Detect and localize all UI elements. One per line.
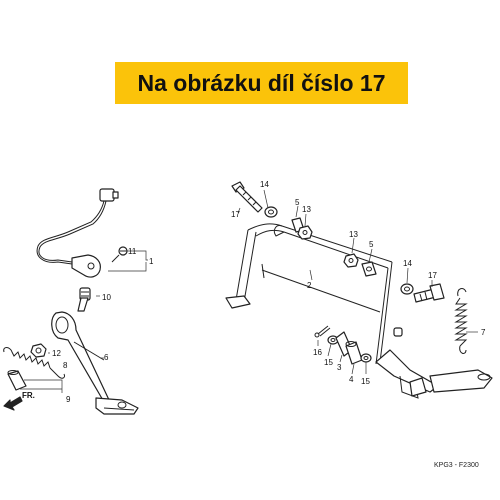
washer-14-right <box>400 283 414 295</box>
callout-2: 2 <box>307 281 312 290</box>
main-stand-spring <box>454 288 468 354</box>
callout-13a: 13 <box>302 205 311 214</box>
screw-11 <box>111 246 128 263</box>
callout-14a: 14 <box>260 180 269 189</box>
banner-text: Na obrázku díl číslo 17 <box>137 69 386 96</box>
callout-17a: 17 <box>231 210 240 219</box>
cotter-pin-16 <box>314 325 331 338</box>
callout-14b: 14 <box>403 259 412 268</box>
callout-17b: 17 <box>428 271 437 280</box>
callout-10: 10 <box>102 293 111 302</box>
callout-15a: 15 <box>324 358 333 367</box>
callout-15b: 15 <box>361 377 370 386</box>
callout-5b: 5 <box>369 240 374 249</box>
leader-lines <box>20 189 478 393</box>
diagram-code: KPG3 - F2300 <box>434 462 479 469</box>
side-stand-spring <box>3 347 65 379</box>
callout-12: 12 <box>52 349 61 358</box>
callout-6: 6 <box>104 353 109 362</box>
main-stand-foot <box>375 349 493 399</box>
bushing-4 <box>345 341 363 365</box>
callout-8: 8 <box>63 361 68 370</box>
callouts: 1 2 3 4 5 5 6 7 8 9 10 11 12 13 13 14 14… <box>52 180 486 404</box>
callout-4: 4 <box>349 375 354 384</box>
washer-15-right <box>360 353 372 363</box>
washer-14-left <box>264 206 278 218</box>
callout-9: 9 <box>66 395 71 404</box>
callout-7: 7 <box>481 328 486 337</box>
main-stand <box>225 223 403 365</box>
collar-5-right <box>361 261 377 277</box>
part-number-banner: Na obrázku díl číslo 17 <box>115 62 408 104</box>
direction-label: FR. <box>22 391 35 400</box>
nut-12 <box>30 343 47 358</box>
side-stand <box>51 311 139 415</box>
callout-5a: 5 <box>295 198 300 207</box>
nut-13-right <box>343 253 359 268</box>
callout-16: 16 <box>313 348 322 357</box>
bolt-10 <box>77 287 91 312</box>
nut-13-left <box>297 225 313 240</box>
bolt-17-right <box>413 283 445 303</box>
bolt-17-left <box>231 181 263 213</box>
callout-3: 3 <box>337 363 342 372</box>
side-stand-switch <box>36 188 119 278</box>
front-direction-arrow: FR. <box>3 391 35 411</box>
pin-9 <box>7 370 27 391</box>
callout-1: 1 <box>149 257 154 266</box>
callout-11: 11 <box>128 247 137 256</box>
callout-13b: 13 <box>349 230 358 239</box>
